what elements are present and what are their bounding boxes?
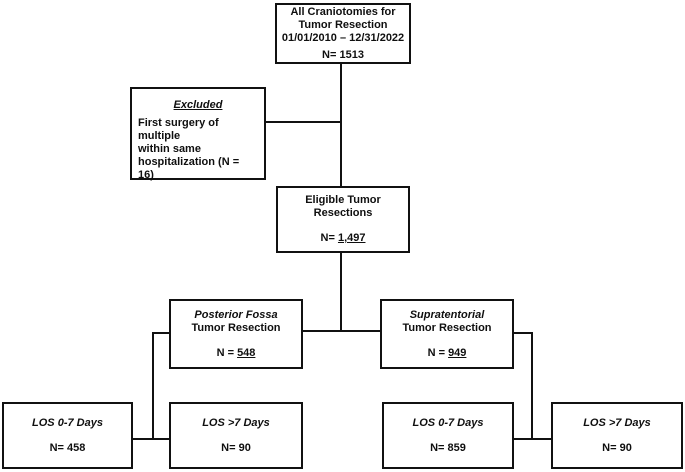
connector-pf-left-stub — [152, 332, 170, 334]
box-posterior-fossa: Posterior Fossa Tumor Resection N = 548 — [169, 299, 303, 369]
box-title-line: All Craniotomies for — [290, 5, 396, 18]
box-title-italic: LOS 0-7 Days — [32, 416, 103, 429]
box-n-count: N= 1513 — [322, 48, 364, 61]
excluded-body-line: First surgery of multiple — [138, 117, 219, 142]
box-eligible: Eligible Tumor Resections N= 1,497 — [276, 186, 410, 253]
box-n-count: N= 458 — [49, 441, 86, 454]
connector-top-to-eligible — [340, 64, 342, 186]
n-prefix: N = — [216, 346, 238, 359]
n-value: 1,497 — [337, 232, 366, 244]
box-st-los-gt7: LOS >7 Days N= 90 — [551, 402, 683, 469]
box-n-count: N = 548 — [217, 347, 256, 360]
excluded-body-line: hospitalization (N = 16) — [138, 156, 240, 181]
n-value: 548 — [237, 346, 256, 359]
connector-excluded-branch — [266, 121, 342, 123]
box-title-italic: LOS >7 Days — [202, 416, 270, 429]
excluded-body: First surgery of multiple within same ho… — [138, 117, 258, 182]
box-title: Eligible Tumor Resections — [305, 194, 381, 219]
box-n-count: N= 90 — [602, 441, 632, 454]
box-n-count: N= 859 — [430, 441, 466, 454]
connector-st-los-split — [514, 438, 552, 440]
box-n-count: N= 90 — [221, 441, 251, 454]
box-st-los-0-7: LOS 0-7 Days N= 859 — [382, 402, 514, 469]
box-title-italic: LOS 0-7 Days — [412, 416, 484, 429]
box-supratentorial: Supratentorial Tumor Resection N = 949 — [380, 299, 514, 369]
connector-pf-down — [152, 332, 154, 440]
connector-st-down — [531, 332, 533, 440]
box-n-count: N = 949 — [428, 347, 467, 360]
excluded-body-line: within same — [138, 143, 201, 155]
excluded-title: Excluded — [173, 99, 223, 111]
connector-eligible-to-split — [340, 253, 342, 332]
box-title-italic: Supratentorial — [409, 308, 485, 321]
box-n-count: N= 1,497 — [321, 232, 366, 245]
box-title-line: Tumor Resection — [298, 18, 388, 31]
box-excluded: Excluded First surgery of multiple withi… — [130, 87, 266, 182]
n-prefix: N = — [427, 346, 449, 359]
n-value: 949 — [448, 346, 467, 359]
box-title-italic: LOS >7 Days — [583, 416, 651, 429]
n-prefix: N= — [320, 232, 338, 244]
box-title: Tumor Resection — [402, 321, 492, 334]
connector-st-right-stub — [514, 332, 533, 334]
connector-split-horizontal — [303, 330, 381, 332]
box-title-italic: Posterior Fossa — [194, 308, 278, 321]
box-pf-los-0-7: LOS 0-7 Days N= 458 — [2, 402, 133, 469]
box-pf-los-gt7: LOS >7 Days N= 90 — [169, 402, 303, 469]
box-date-range: 01/01/2010 – 12/31/2022 — [281, 31, 405, 44]
box-all-craniotomies: All Craniotomies for Tumor Resection 01/… — [275, 3, 411, 64]
connector-pf-los-split — [133, 438, 170, 440]
box-title: Tumor Resection — [191, 321, 281, 334]
